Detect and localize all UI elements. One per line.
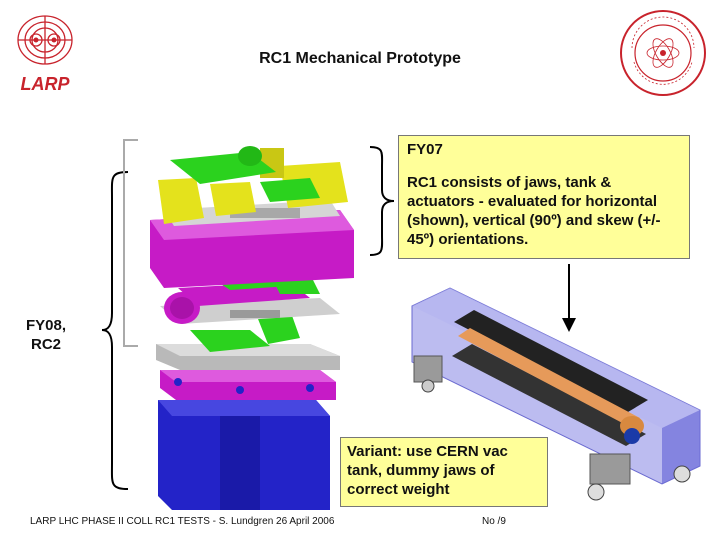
inner-bracket [123, 139, 138, 347]
larp-logo: LARP [14, 10, 76, 100]
fy07-heading: FY07 [407, 141, 443, 158]
fy07-description: RC1 consists of jaws, tank & actuators -… [407, 174, 661, 248]
cern-vacuum-tank-variant-image [400, 278, 705, 518]
slac-seal-logo [618, 8, 708, 98]
fy08-label-line2: RC2 [31, 336, 62, 353]
page-number: No /9 [482, 516, 506, 527]
down-arrow [562, 264, 576, 332]
footer-left: LARP LHC PHASE II COLL RC1 TESTS - S. Lu… [30, 516, 335, 527]
fy07-brace [369, 146, 395, 256]
variant-note: Variant: use CERN vac tank, dummy jaws o… [340, 437, 548, 507]
slide-title: RC1 Mechanical Prototype [259, 50, 461, 67]
fy08-brace [101, 171, 129, 490]
fy08-label-line1: FY08, [26, 317, 67, 334]
larp-logo-text: LARP [21, 74, 71, 94]
fy08-label: FY08, RC2 [26, 316, 66, 354]
fy07-note: FY07 RC1 consists of jaws, tank & actuat… [398, 135, 690, 259]
rc1-exploded-prototype-image [140, 138, 372, 510]
